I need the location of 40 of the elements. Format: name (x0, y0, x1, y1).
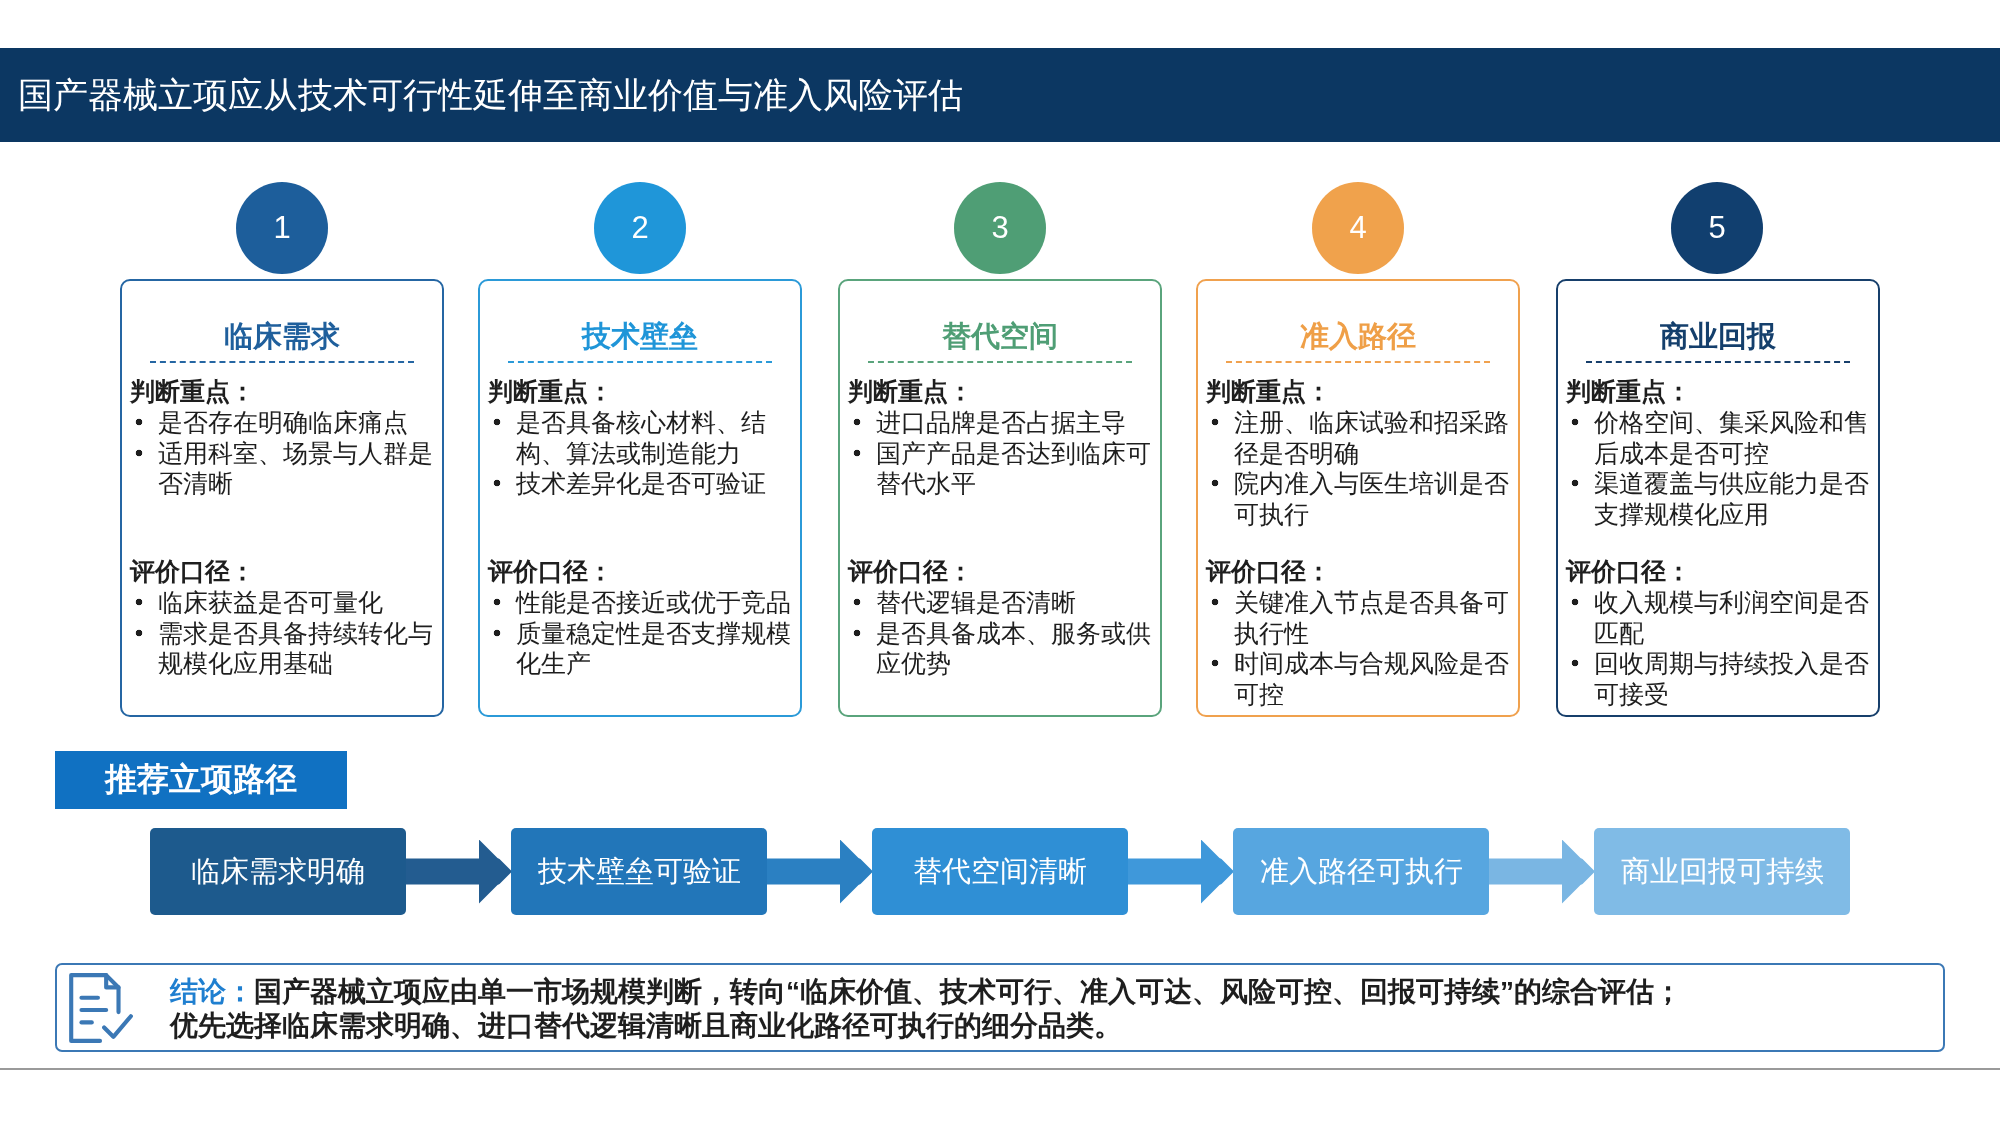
card-title: 商业回报 (1660, 319, 1776, 354)
criteria-card (120, 279, 444, 717)
process-box: 商业回报可持续 (1594, 828, 1850, 915)
section-tab: 推荐立项路径 (55, 751, 347, 809)
number-circle: 2 (594, 182, 686, 274)
process-box: 替代空间清晰 (872, 828, 1128, 915)
section-heading: 判断重点： (488, 376, 613, 407)
section-heading: 判断重点： (1566, 376, 1691, 407)
conclusion-text: 优先选择临床需求明确、进口替代逻辑清晰且商业化路径可执行的细分品类。 (170, 1009, 1122, 1043)
section-heading: 评价口径： (848, 556, 973, 587)
criteria-card (838, 279, 1162, 717)
card-title: 准入路径 (1300, 319, 1416, 354)
arrow (406, 839, 511, 904)
arrow (1128, 839, 1233, 904)
section-heading: 判断重点： (1206, 376, 1331, 407)
conclusion-panel (55, 963, 1945, 1052)
process-box: 临床需求明确 (150, 828, 406, 915)
criteria-card (478, 279, 802, 717)
criteria-card (1556, 279, 1880, 717)
section-heading: 判断重点： (130, 376, 255, 407)
number-circle: 1 (236, 182, 328, 274)
arrow (1489, 839, 1594, 904)
number-circle: 5 (1671, 182, 1763, 274)
section-heading: 评价口径： (1566, 556, 1691, 587)
conclusion-label: 结论： (170, 976, 254, 1007)
section-heading: 评价口径： (488, 556, 613, 587)
process-box: 准入路径可执行 (1233, 828, 1489, 915)
number-circle: 3 (954, 182, 1046, 274)
card-title: 替代空间 (942, 319, 1058, 354)
process-box: 技术壁垒可验证 (511, 828, 767, 915)
page-title: 国产器械立项应从技术可行性延伸至商业价值与准入风险评估 (18, 74, 963, 116)
section-heading: 评价口径： (1206, 556, 1331, 587)
section-heading: 判断重点： (848, 376, 973, 407)
card-title: 技术壁垒 (582, 319, 698, 354)
number-circle: 4 (1312, 182, 1404, 274)
card-title: 临床需求 (224, 319, 340, 354)
criteria-card (1196, 279, 1520, 717)
arrow (767, 839, 872, 904)
section-heading: 评价口径： (130, 556, 255, 587)
conclusion-text: 国产器械立项应由单一市场规模判断，转向“临床价值、技术可行、准入可达、风险可控、回报可持续”的综合评估； (254, 976, 1682, 1007)
